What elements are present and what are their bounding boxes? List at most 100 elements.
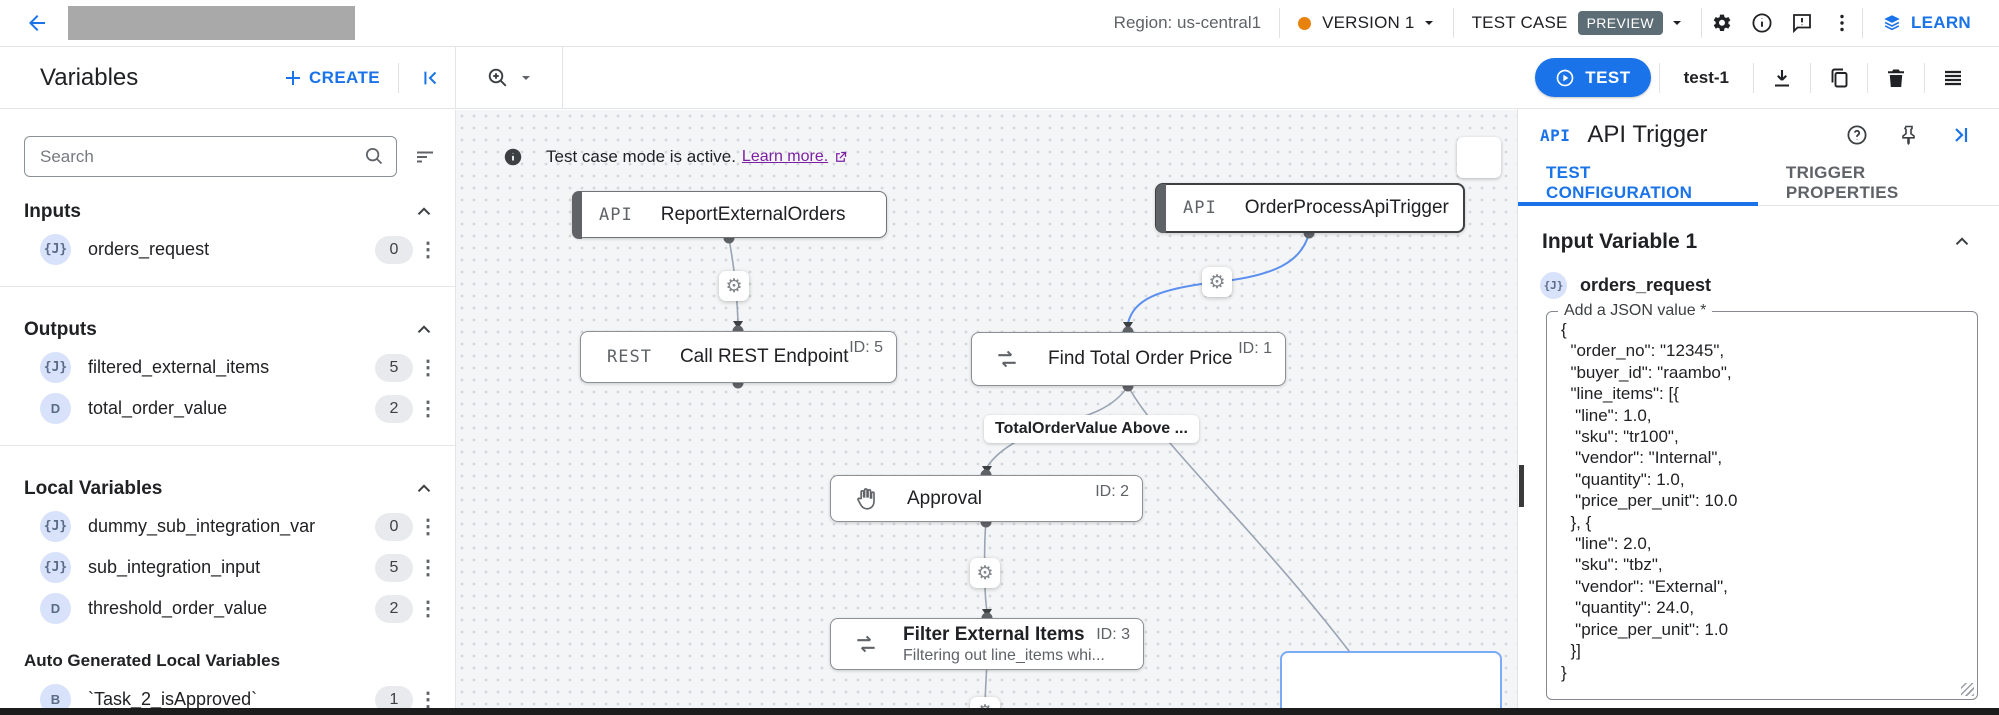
variable-row[interactable]: {J} dummy_sub_integration_var 0 ⋮ (0, 506, 455, 547)
more-options-icon[interactable]: ⋮ (418, 689, 438, 711)
panel-collapse-left-icon (424, 71, 437, 84)
exit-test-case-mode-button[interactable] (1457, 136, 1501, 178)
usage-count-badge: 5 (375, 353, 413, 382)
divider (1279, 8, 1281, 38)
pin-button[interactable] (1897, 123, 1921, 147)
settings-button[interactable] (1702, 3, 1742, 43)
panel-header: API API Trigger (1518, 109, 1999, 161)
zoom-in-icon (488, 68, 507, 86)
scrollbar-thumb[interactable] (1519, 465, 1524, 507)
more-options-icon[interactable]: ⋮ (418, 357, 438, 379)
test-mode-banner: Test case mode is active. Learn more. (502, 135, 1501, 179)
feedback-icon (1793, 14, 1811, 34)
zoom-control[interactable] (456, 47, 563, 108)
edge-condition-label[interactable]: TotalOrderValue Above ... (984, 415, 1199, 443)
node-title: OrderProcessApiTrigger (1244, 197, 1449, 218)
menu-button[interactable] (1933, 58, 1973, 98)
node-title: Approval (907, 487, 982, 509)
tab-test-configuration[interactable]: TEST CONFIGURATION (1518, 161, 1758, 206)
help-button[interactable] (1845, 123, 1869, 147)
variable-name: orders_request (88, 239, 210, 259)
test-case-name[interactable]: test-1 (1683, 67, 1729, 87)
more-options-icon[interactable]: ⋮ (418, 239, 438, 261)
feedback-button[interactable] (1782, 3, 1822, 43)
more-options-icon[interactable]: ⋮ (418, 398, 438, 420)
section-header-local-variables[interactable]: Local Variables (0, 462, 455, 506)
api-trigger-type-label: API (599, 204, 633, 225)
learn-button[interactable]: LEARN (1863, 12, 1977, 34)
version-label: VERSION 1 (1322, 13, 1415, 32)
variable-row[interactable]: {J} sub_integration_input 5 ⋮ (0, 547, 455, 588)
search-icon (363, 145, 385, 167)
node-approval[interactable]: Approval ID: 2 (830, 475, 1143, 522)
panel-collapse-right-button[interactable] (1949, 123, 1973, 147)
chevron-up-icon[interactable] (413, 478, 435, 500)
variables-panel-title: Variables (40, 63, 139, 91)
download-icon (1775, 69, 1789, 86)
variables-sidebar: Inputs {J} orders_request 0 ⋮ Outputs {J… (0, 110, 456, 715)
edge-settings-gear-icon[interactable]: ⚙ (970, 558, 1000, 588)
section-header-outputs[interactable]: Outputs (0, 303, 455, 347)
create-variable-button[interactable]: CREATE (284, 68, 380, 88)
json-value-field[interactable]: Add a JSON value * { "order_no": "12345"… (1546, 302, 1978, 700)
node-find-total-order-price[interactable]: Find Total Order Price ID: 1 (971, 332, 1286, 386)
json-type-icon: {J} (40, 511, 71, 542)
chevron-up-icon[interactable] (1951, 231, 1973, 253)
section-header-inputs[interactable]: Inputs (0, 185, 455, 229)
collapse-panel-button[interactable] (419, 67, 441, 89)
json-value-input[interactable]: { "order_no": "12345", "buyer_id": "raam… (1561, 320, 1738, 682)
pending-node-placeholder[interactable] (1280, 651, 1502, 715)
node-id-label: ID: 5 (849, 339, 883, 356)
node-filter-external-items[interactable]: Filter External Items Filtering out line… (830, 618, 1144, 670)
variable-row[interactable]: D threshold_order_value 2 ⋮ (0, 588, 455, 629)
test-button[interactable]: TEST (1535, 58, 1651, 97)
integration-canvas[interactable]: Test case mode is active. Learn more. AP… (456, 110, 1517, 715)
chevron-up-icon[interactable] (413, 319, 435, 341)
section-title: Input Variable 1 (1542, 230, 1698, 253)
info-button[interactable] (1742, 3, 1782, 43)
hamburger-menu-icon (1945, 70, 1961, 85)
more-options-icon[interactable]: ⋮ (418, 557, 438, 579)
section-label: Inputs (24, 201, 81, 222)
variable-row[interactable]: D total_order_value 2 ⋮ (0, 388, 455, 429)
node-report-external-orders[interactable]: API ReportExternalOrders (571, 190, 887, 239)
resize-handle[interactable] (1961, 683, 1974, 696)
more-options-icon[interactable]: ⋮ (418, 516, 438, 538)
input-variable-section-header[interactable]: Input Variable 1 (1518, 206, 1999, 258)
panel-title: API Trigger (1587, 121, 1708, 148)
node-title: ReportExternalOrders (660, 203, 846, 225)
variable-row[interactable]: {J} orders_request 0 ⋮ (0, 229, 455, 270)
test-case-dropdown[interactable]: TEST CASE PREVIEW (1454, 11, 1701, 35)
edge-settings-gear-icon[interactable]: ⚙ (1202, 267, 1232, 297)
back-arrow-button[interactable] (22, 8, 52, 38)
sort-variables-button[interactable] (409, 141, 441, 173)
test-case-label: TEST CASE (1471, 13, 1568, 32)
variable-name: filtered_external_items (88, 357, 270, 377)
divider (0, 286, 455, 287)
node-order-process-api-trigger[interactable]: API OrderProcessApiTrigger (1155, 183, 1465, 233)
json-type-icon: {J} (40, 234, 71, 265)
node-title: Call REST Endpoint (679, 346, 849, 367)
more-options-icon[interactable]: ⋮ (418, 598, 438, 620)
download-button[interactable] (1762, 58, 1802, 98)
variable-name: threshold_order_value (88, 598, 268, 618)
panel-tabs: TEST CONFIGURATION TRIGGER PROPERTIES (1518, 161, 1999, 206)
delete-button[interactable] (1876, 58, 1916, 98)
variable-row[interactable]: {J} filtered_external_items 5 ⋮ (0, 347, 455, 388)
node-id-label: ID: 1 (1238, 340, 1272, 357)
more-options-button[interactable] (1822, 3, 1862, 43)
usage-count-badge: 0 (375, 512, 413, 541)
search-input[interactable] (24, 136, 397, 177)
copy-button[interactable] (1819, 58, 1859, 98)
version-dropdown[interactable]: VERSION 1 (1280, 13, 1453, 33)
tab-trigger-properties[interactable]: TRIGGER PROPERTIES (1785, 163, 1899, 202)
plus-icon (285, 70, 300, 85)
top-app-bar: Region: us-central1 VERSION 1 TEST CASE … (0, 0, 1999, 47)
chevron-up-icon[interactable] (413, 201, 435, 223)
learn-more-link[interactable]: Learn more. (741, 148, 829, 165)
node-call-rest-endpoint[interactable]: REST Call REST Endpoint ID: 5 (580, 331, 897, 383)
edge-settings-gear-icon[interactable]: ⚙ (719, 271, 749, 301)
json-type-icon: {J} (40, 352, 71, 383)
approval-hand-icon (853, 486, 879, 512)
info-icon (1752, 13, 1772, 33)
